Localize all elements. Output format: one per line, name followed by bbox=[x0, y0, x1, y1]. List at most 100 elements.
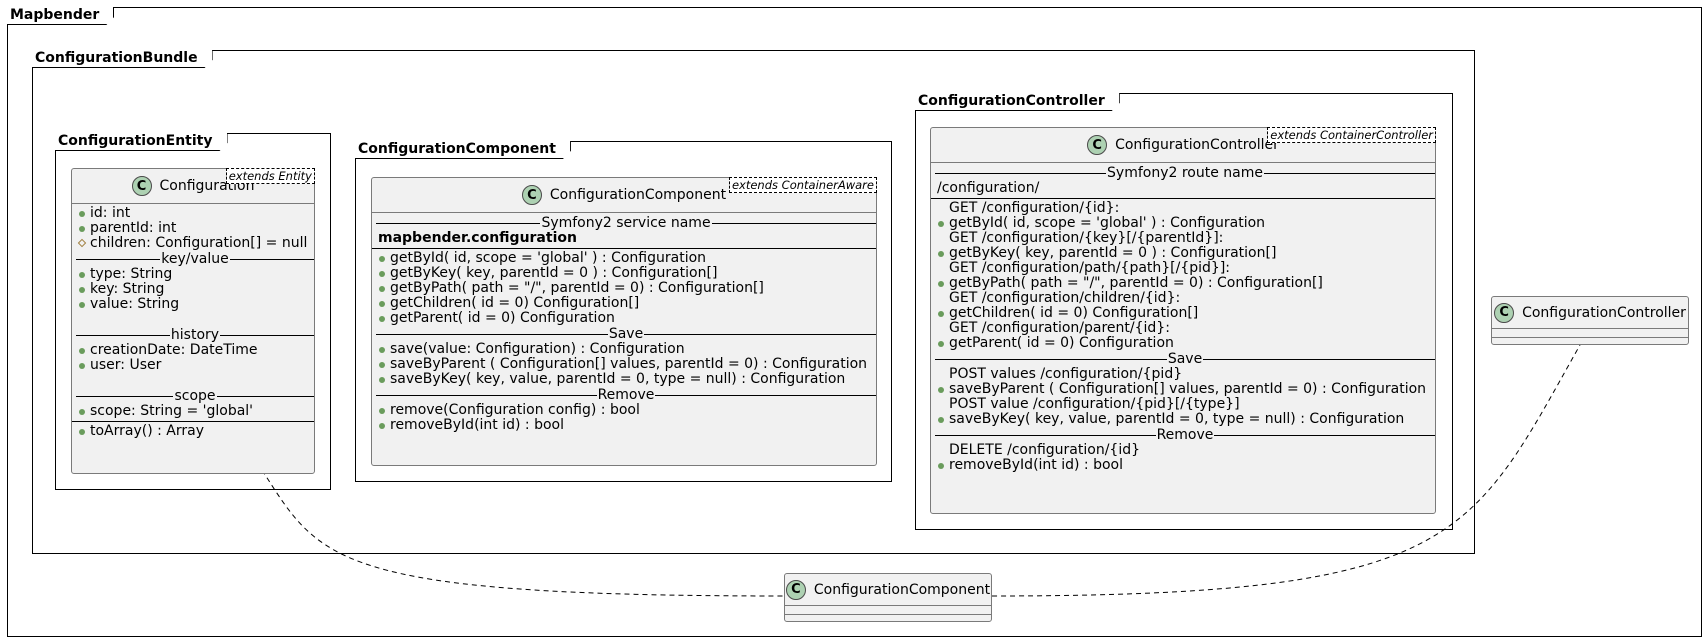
class-c-icon: C bbox=[1087, 135, 1108, 155]
public-icon bbox=[379, 347, 385, 353]
class-name: ConfigurationComponent bbox=[549, 187, 727, 203]
fields-section: Symfony2 route name /configuration/ bbox=[931, 162, 1435, 198]
service-name: mapbender.configuration bbox=[378, 230, 577, 246]
route-name: /configuration/ bbox=[937, 180, 1040, 196]
empty-methods-section bbox=[1492, 337, 1688, 346]
section-divider: Save bbox=[376, 326, 876, 342]
public-icon bbox=[79, 409, 85, 415]
section-divider: Symfony2 service name bbox=[376, 215, 876, 231]
public-icon bbox=[938, 251, 944, 257]
configuration-component-title: ConfigurationComponent bbox=[355, 141, 571, 159]
outer-configuration-controller-class[interactable]: C ConfigurationController bbox=[1491, 296, 1689, 345]
route-row: GET /configuration/path/{path}[/{pid}]: bbox=[949, 260, 1231, 276]
method-row: getByPath( path = "/", parentId = 0) : C… bbox=[935, 276, 1435, 291]
method-row: getChildren( id = 0) Configuration[] bbox=[935, 306, 1435, 321]
route-row: POST values /configuration/{pid} bbox=[949, 366, 1183, 382]
class-name: ConfigurationController bbox=[1115, 137, 1279, 153]
method-row: remove(Configuration config) : bool bbox=[376, 403, 876, 418]
field-row: id: int bbox=[76, 206, 314, 221]
methods-section: toArray() : Array bbox=[72, 421, 314, 441]
method-row: toArray() : Array bbox=[76, 424, 314, 439]
public-icon bbox=[79, 348, 85, 354]
fields-section: id: int parentId: int children: Configur… bbox=[72, 203, 314, 421]
class-c-icon: C bbox=[521, 185, 542, 205]
methods-section: GET /configuration/{id}: getById( id, sc… bbox=[931, 198, 1435, 475]
public-icon bbox=[79, 272, 85, 278]
methods-section: getById( id, scope = 'global' ) : Config… bbox=[372, 248, 876, 435]
public-icon bbox=[938, 311, 944, 317]
field-row: type: String bbox=[76, 267, 314, 282]
public-icon bbox=[379, 286, 385, 292]
method-row: getByKey( key, parentId = 0 ) : Configur… bbox=[935, 246, 1435, 261]
mapbender-package: Mapbender bbox=[7, 7, 1702, 637]
stereotype-label: extends ContainerController bbox=[1267, 127, 1436, 143]
method-row: removeById(int id) : bool bbox=[376, 418, 876, 433]
method-row: saveByParent ( Configuration[] values, p… bbox=[376, 357, 876, 372]
class-header: C ConfigurationComponent bbox=[785, 574, 991, 605]
empty-fields-section bbox=[1492, 328, 1688, 337]
public-icon bbox=[379, 377, 385, 383]
public-icon bbox=[379, 271, 385, 277]
configuration-controller-package: ConfigurationController bbox=[915, 93, 1453, 530]
method-row: saveByParent ( Configuration[] values, p… bbox=[935, 382, 1435, 397]
public-icon bbox=[938, 417, 944, 423]
field-row: key: String bbox=[76, 282, 314, 297]
method-row: getById( id, scope = 'global' ) : Config… bbox=[376, 251, 876, 266]
configuration-component-package: ConfigurationComponent bbox=[355, 141, 892, 482]
section-divider: key/value bbox=[76, 251, 314, 267]
protected-icon bbox=[77, 238, 87, 248]
field-row: children: Configuration[] = null bbox=[76, 236, 314, 251]
fields-section: Symfony2 service name mapbender.configur… bbox=[372, 212, 876, 248]
section-divider: history bbox=[76, 327, 314, 343]
stereotype-label: extends Entity bbox=[225, 168, 315, 184]
field-row: creationDate: DateTime bbox=[76, 343, 314, 358]
outer-configuration-component-class[interactable]: C ConfigurationComponent bbox=[784, 573, 992, 622]
empty-fields-section bbox=[785, 605, 991, 614]
mapbender-package-title: Mapbender bbox=[7, 7, 114, 25]
public-icon bbox=[379, 423, 385, 429]
configuration-bundle-package: ConfigurationBundle bbox=[32, 50, 1475, 554]
class-name: ConfigurationComponent bbox=[813, 581, 991, 598]
method-row: save(value: Configuration) : Configurati… bbox=[376, 342, 876, 357]
public-icon bbox=[938, 341, 944, 347]
class-c-icon: C bbox=[131, 176, 152, 196]
section-divider: scope bbox=[76, 388, 314, 404]
public-icon bbox=[79, 429, 85, 435]
public-icon bbox=[79, 287, 85, 293]
method-row: getParent( id = 0) Configuration bbox=[935, 336, 1435, 351]
section-divider: Save bbox=[935, 351, 1435, 367]
route-row: DELETE /configuration/{id} bbox=[949, 442, 1141, 458]
method-row: saveByKey( key, value, parentId = 0, typ… bbox=[376, 372, 876, 387]
section-divider: Symfony2 route name bbox=[935, 165, 1435, 181]
public-icon bbox=[938, 281, 944, 287]
class-header: C ConfigurationController extends Contai… bbox=[931, 127, 1436, 162]
public-icon bbox=[379, 408, 385, 414]
class-c-icon: C bbox=[785, 579, 806, 600]
public-icon bbox=[79, 363, 85, 369]
method-row: getByPath( path = "/", parentId = 0) : C… bbox=[376, 281, 876, 296]
empty-methods-section bbox=[785, 614, 991, 623]
section-divider: Remove bbox=[935, 427, 1435, 443]
method-row: getById( id, scope = 'global' ) : Config… bbox=[935, 216, 1435, 231]
public-icon bbox=[938, 463, 944, 469]
public-icon bbox=[79, 302, 85, 308]
public-icon bbox=[938, 221, 944, 227]
class-name: ConfigurationController bbox=[1522, 304, 1686, 321]
public-icon bbox=[79, 211, 85, 217]
route-row: GET /configuration/children/{id}: bbox=[949, 290, 1181, 306]
route-row: POST value /configuration/{pid}[/{type}] bbox=[949, 396, 1240, 412]
public-icon bbox=[379, 362, 385, 368]
public-icon bbox=[379, 316, 385, 322]
public-icon bbox=[379, 256, 385, 262]
method-row: saveByKey( key, value, parentId = 0, typ… bbox=[935, 412, 1435, 427]
configuration-controller-class[interactable]: C ConfigurationController extends Contai… bbox=[930, 127, 1436, 514]
configuration-component-class[interactable]: C ConfigurationComponent extends Contain… bbox=[371, 177, 877, 466]
public-icon bbox=[938, 387, 944, 393]
class-c-icon: C bbox=[1494, 302, 1515, 323]
route-row: GET /configuration/parent/{id}: bbox=[949, 320, 1170, 336]
field-row: scope: String = 'global' bbox=[76, 404, 314, 419]
configuration-class[interactable]: C Configuration extends Entity id: int p… bbox=[71, 168, 315, 474]
class-header: C Configuration extends Entity bbox=[72, 168, 315, 203]
route-row: GET /configuration/{id}: bbox=[949, 200, 1120, 216]
stereotype-label: extends ContainerAware bbox=[728, 177, 877, 193]
